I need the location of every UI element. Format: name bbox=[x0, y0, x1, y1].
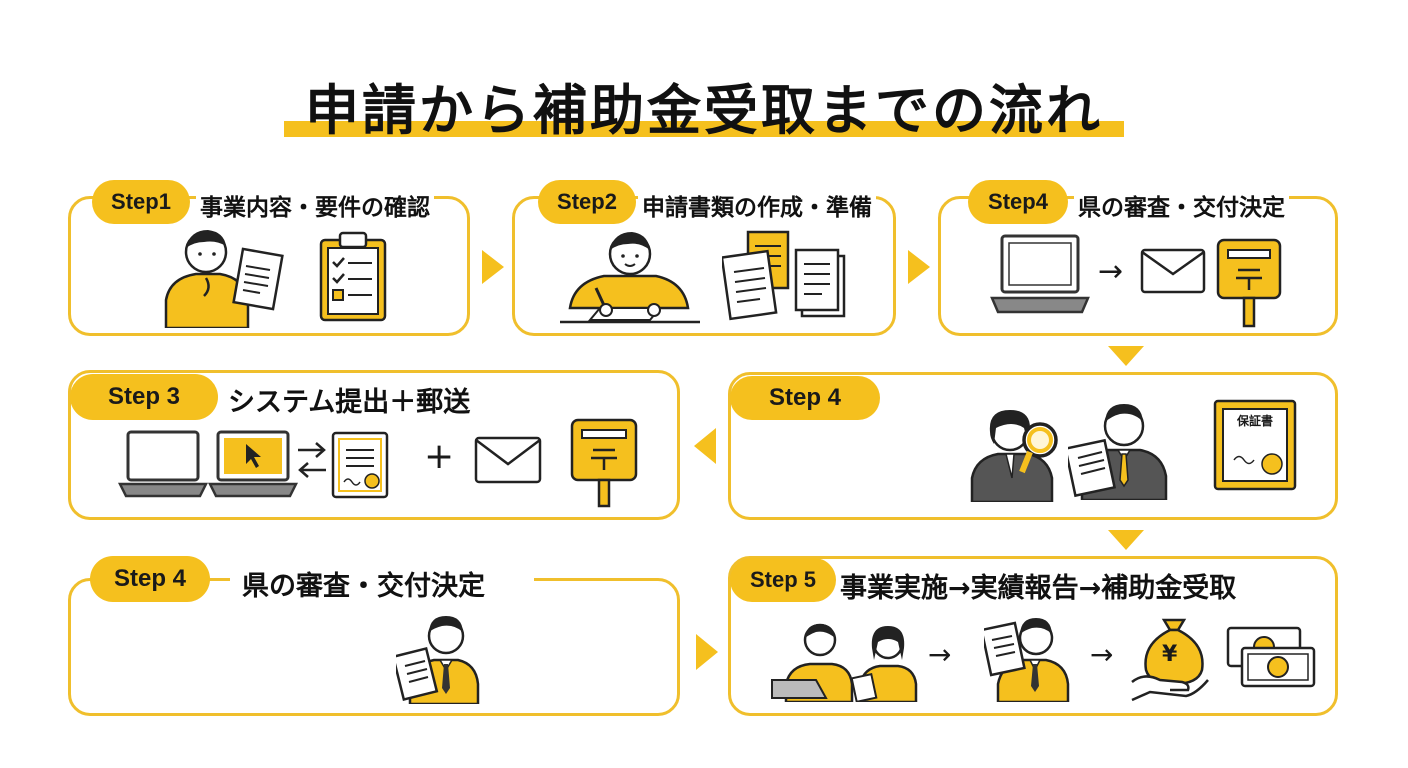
documents-icon bbox=[722, 230, 846, 321]
yen-symbol: ¥ bbox=[1162, 642, 1178, 667]
laptop-icon bbox=[990, 234, 1090, 314]
envelope-icon bbox=[474, 436, 542, 484]
plus-symbol: + bbox=[424, 436, 455, 477]
certificate-label: 保証書 bbox=[1236, 414, 1273, 428]
step-title-7: 事業実施→実績報告→補助金受取 bbox=[838, 566, 1239, 605]
certificate-icon bbox=[1213, 399, 1297, 491]
step-label-7: Step 5 bbox=[730, 558, 836, 602]
laptop-cursor-icon bbox=[208, 430, 298, 498]
exchange-arrows-icon bbox=[298, 442, 326, 478]
flow-arrow-text-3: → bbox=[1090, 638, 1114, 671]
step-label-3: Step4 bbox=[968, 180, 1068, 224]
businessman-document-icon bbox=[396, 616, 480, 704]
flow-arrow-right-1 bbox=[482, 250, 504, 284]
step-title-6: 県の審査・交付決定 bbox=[238, 564, 489, 603]
page-title: 申請から補助金受取までの流れ bbox=[305, 79, 1103, 142]
checklist-clipboard-icon bbox=[319, 231, 387, 322]
step-label-4: Step 3 bbox=[70, 374, 218, 420]
team-at-laptop-icon bbox=[771, 623, 918, 702]
title-underline bbox=[284, 121, 1124, 137]
step-label-6: Step 4 bbox=[90, 556, 210, 602]
mailbox-icon bbox=[570, 418, 638, 508]
flow-arrow-text-2: → bbox=[928, 638, 952, 671]
flow-arrow-down-2 bbox=[1108, 530, 1144, 550]
step-label-5: Step 4 bbox=[730, 376, 880, 420]
person-thinking-icon bbox=[164, 230, 284, 328]
businessman-document-icon bbox=[1068, 404, 1168, 500]
envelope-icon bbox=[1140, 248, 1206, 294]
flow-arrow-text-1: → bbox=[1098, 254, 1124, 289]
flow-arrow-right-3 bbox=[696, 634, 718, 670]
step-title-4: システム提出＋郵送 bbox=[224, 380, 475, 419]
flow-arrow-down-1 bbox=[1108, 346, 1144, 366]
reviewer-magnifier-icon bbox=[970, 410, 1058, 502]
step-title-3: 県の審査・交付決定 bbox=[1074, 188, 1289, 222]
step-label-1: Step1 bbox=[92, 180, 190, 224]
step-title-1: 事業内容・要件の確認 bbox=[196, 188, 434, 222]
person-writing-icon bbox=[560, 232, 700, 324]
mailbox-icon bbox=[1216, 238, 1282, 328]
flow-arrow-right-2 bbox=[908, 250, 930, 284]
businessman-document-icon bbox=[984, 618, 1070, 702]
money-bag-icon bbox=[1131, 618, 1209, 702]
laptop-icon bbox=[118, 430, 208, 498]
certificate-icon bbox=[331, 431, 389, 499]
flow-arrow-left-1 bbox=[694, 428, 716, 464]
step-title-2: 申請書類の作成・準備 bbox=[638, 188, 876, 222]
banknotes-icon bbox=[1226, 626, 1316, 688]
step-label-2: Step2 bbox=[538, 180, 636, 224]
